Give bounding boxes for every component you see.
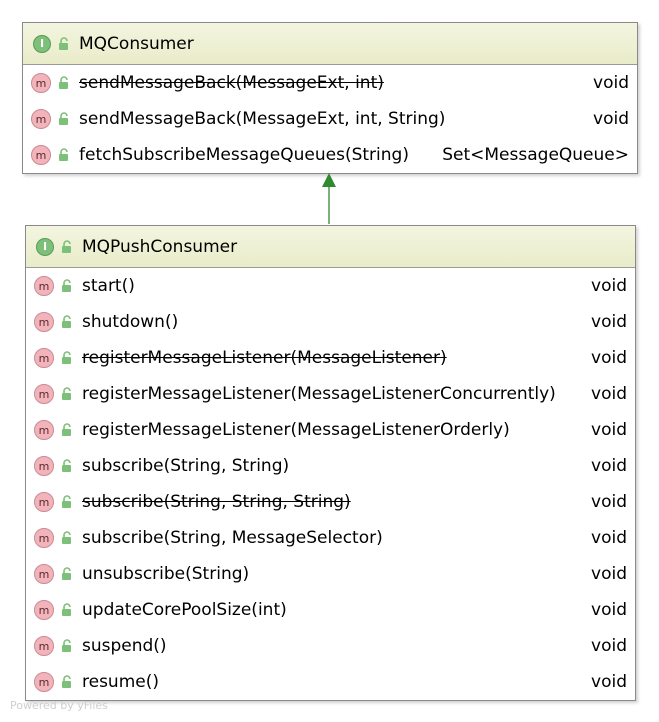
method-row[interactable]: m registerMessageListener(MessageListener… [26, 376, 635, 412]
method-icon: m [31, 145, 51, 165]
lock-icon [62, 279, 71, 292]
method-return-type: void [591, 420, 627, 440]
method-signature: registerMessageListener(MessageListenerO… [82, 420, 510, 440]
method-icon: m [34, 384, 54, 404]
method-icon: m [34, 276, 54, 296]
method-row[interactable]: m sendMessageBack(MessageExt, int) void [23, 65, 637, 101]
method-return-type: void [591, 636, 627, 656]
method-return-type: void [591, 528, 627, 548]
lock-icon [62, 639, 71, 652]
method-signature: resume() [82, 672, 159, 692]
method-icon: m [34, 600, 54, 620]
class-title: MQConsumer [79, 33, 194, 54]
method-icon: m [34, 528, 54, 548]
method-list: m start() void m shutdown() void m registerMess… [26, 268, 635, 700]
lock-icon [62, 459, 71, 472]
method-list: m sendMessageBack(MessageExt, int) void m se… [23, 65, 637, 173]
method-row[interactable]: m resume() void [26, 664, 635, 700]
method-row[interactable]: m suspend() void [26, 628, 635, 664]
method-return-type: void [591, 312, 627, 332]
method-icon: m [34, 564, 54, 584]
method-return-type: void [591, 384, 627, 404]
method-row[interactable]: m sendMessageBack(MessageExt, int, String… [23, 101, 637, 137]
lock-icon [59, 112, 68, 125]
method-row[interactable]: m unsubscribe(String) void [26, 556, 635, 592]
lock-icon [62, 675, 71, 688]
lock-icon [62, 239, 71, 253]
method-return-type: void [591, 492, 627, 512]
method-icon: m [31, 109, 51, 129]
lock-icon [62, 387, 71, 400]
method-return-type: void [591, 276, 627, 296]
method-icon: m [34, 672, 54, 692]
class-header: I MQPushConsumer [26, 226, 635, 268]
method-icon: m [34, 312, 54, 332]
lock-icon [59, 76, 68, 89]
watermark: Powered by yFiles [10, 699, 108, 712]
method-icon: m [34, 636, 54, 656]
method-icon: m [34, 348, 54, 368]
lock-icon [62, 495, 71, 508]
method-signature: fetchSubscribeMessageQueues(String) [79, 145, 409, 165]
method-signature: subscribe(String, String, String) [82, 492, 351, 512]
class-mqpushconsumer[interactable]: I MQPushConsumer m start() void m shutdown()… [25, 225, 636, 701]
method-row[interactable]: m shutdown() void [26, 304, 635, 340]
method-row[interactable]: m start() void [26, 268, 635, 304]
method-return-type: void [591, 600, 627, 620]
method-icon: m [34, 420, 54, 440]
lock-icon [59, 36, 68, 50]
method-signature: updateCorePoolSize(int) [82, 600, 287, 620]
method-row[interactable]: m subscribe(String, String) void [26, 448, 635, 484]
method-signature: sendMessageBack(MessageExt, int, String) [79, 109, 446, 129]
method-icon: m [34, 456, 54, 476]
method-return-type: void [591, 456, 627, 476]
method-return-type: void [591, 672, 627, 692]
method-row[interactable]: m subscribe(String, String, String) void [26, 484, 635, 520]
method-signature: sendMessageBack(MessageExt, int) [79, 73, 384, 93]
method-row[interactable]: m updateCorePoolSize(int) void [26, 592, 635, 628]
method-return-type: void [593, 109, 629, 129]
class-header: I MQConsumer [23, 23, 637, 65]
method-signature: subscribe(String, String) [82, 456, 290, 476]
method-row[interactable]: m subscribe(String, MessageSelector) void [26, 520, 635, 556]
lock-icon [62, 315, 71, 328]
method-signature: shutdown() [82, 312, 179, 332]
lock-icon [62, 603, 71, 616]
method-icon: m [34, 492, 54, 512]
lock-icon [62, 423, 71, 436]
class-title: MQPushConsumer [82, 236, 238, 257]
method-return-type: void [591, 564, 627, 584]
class-mqconsumer[interactable]: I MQConsumer m sendMessageBack(MessageExt… [22, 22, 638, 174]
method-signature: start() [82, 276, 135, 296]
method-return-type: Set<MessageQueue> [442, 145, 629, 165]
method-row[interactable]: m fetchSubscribeMessageQueues(String) Set<… [23, 137, 637, 173]
method-signature: unsubscribe(String) [82, 564, 250, 584]
method-return-type: void [591, 348, 627, 368]
method-row[interactable]: m registerMessageListener(MessageListener… [26, 412, 635, 448]
method-signature: registerMessageListener(MessageListener) [82, 348, 447, 368]
lock-icon [59, 148, 68, 161]
method-row[interactable]: m registerMessageListener(MessageListener… [26, 340, 635, 376]
lock-icon [62, 531, 71, 544]
lock-icon [62, 351, 71, 364]
method-signature: subscribe(String, MessageSelector) [82, 528, 383, 548]
method-return-type: void [593, 73, 629, 93]
interface-icon: I [33, 34, 51, 53]
lock-icon [62, 567, 71, 580]
method-icon: m [31, 73, 51, 93]
interface-icon: I [36, 237, 54, 256]
method-signature: suspend() [82, 636, 167, 656]
method-signature: registerMessageListener(MessageListenerC… [82, 384, 556, 404]
